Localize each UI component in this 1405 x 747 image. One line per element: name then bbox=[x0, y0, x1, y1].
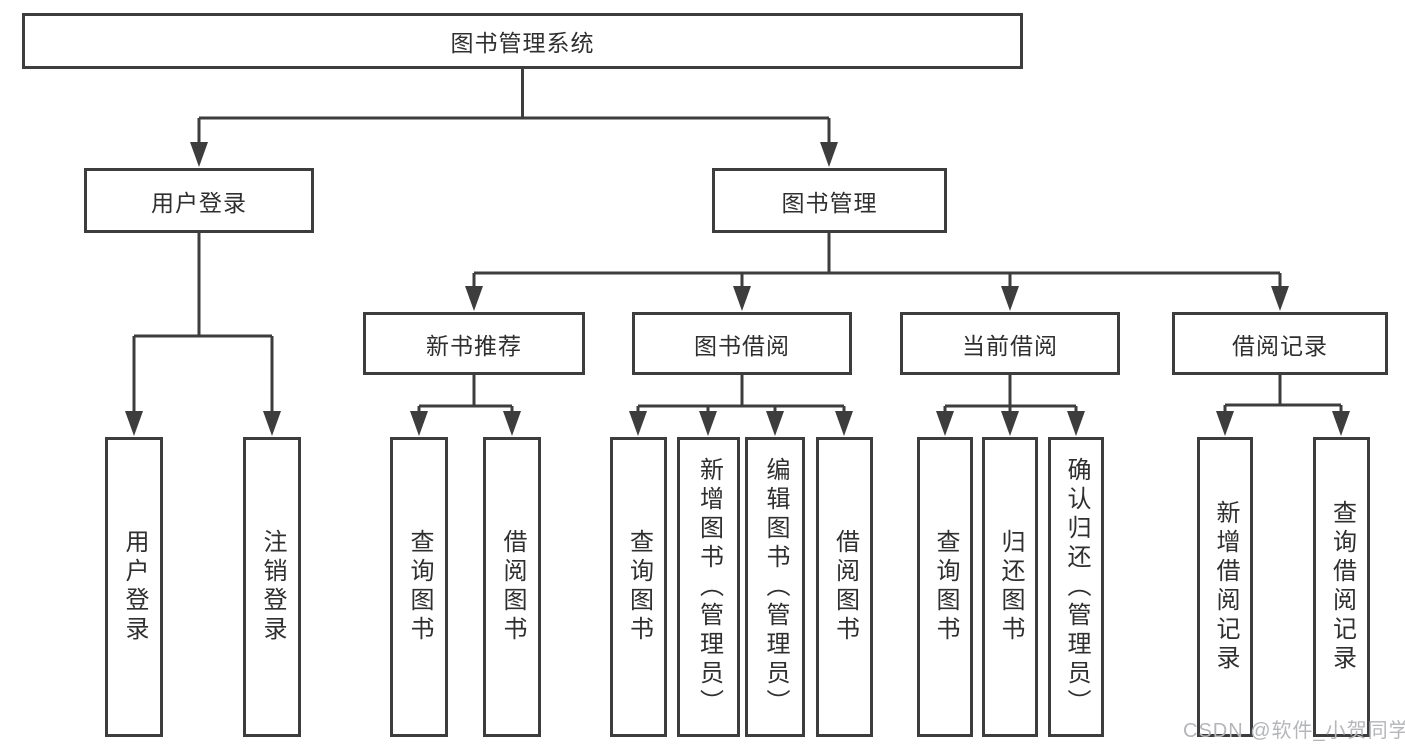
leaf-query-books-borrow: 查询图书 bbox=[610, 437, 667, 737]
leaf-logout-label: 注销登录 bbox=[259, 529, 286, 645]
leaf-add-borrow-record-label: 新增借阅记录 bbox=[1212, 500, 1239, 674]
leaf-borrow-books-borrow-label: 借阅图书 bbox=[831, 529, 859, 645]
node-root-system: 图书管理系统 bbox=[22, 13, 1023, 69]
leaf-query-books-current-label: 查询图书 bbox=[932, 529, 959, 645]
leaf-user-login: 用户登录 bbox=[105, 437, 163, 737]
watermark: CSDN @软件_小贺同学 bbox=[1183, 720, 1405, 742]
leaf-edit-books-admin-label: 编辑图书（管理员） bbox=[762, 456, 789, 718]
leaf-add-books-admin-label: 新增图书（管理员） bbox=[695, 456, 723, 718]
leaf-confirm-return-admin-label: 确认归还（管理员） bbox=[1063, 456, 1090, 718]
leaf-borrow-books-recommend-label: 借阅图书 bbox=[499, 529, 526, 645]
node-book-borrow: 图书借阅 bbox=[632, 312, 852, 375]
leaf-logout: 注销登录 bbox=[243, 437, 301, 737]
leaf-borrow-books-recommend: 借阅图书 bbox=[483, 437, 541, 737]
leaf-add-borrow-record: 新增借阅记录 bbox=[1197, 437, 1253, 737]
leaf-query-books-current: 查询图书 bbox=[917, 437, 973, 737]
node-user-login: 用户登录 bbox=[84, 168, 314, 233]
node-borrow-records: 借阅记录 bbox=[1172, 312, 1388, 375]
leaf-edit-books-admin: 编辑图书（管理员） bbox=[745, 437, 805, 737]
node-current-borrow: 当前借阅 bbox=[900, 312, 1120, 375]
leaf-return-books-label: 归还图书 bbox=[997, 529, 1024, 645]
leaf-user-login-label: 用户登录 bbox=[121, 529, 148, 645]
leaf-confirm-return-admin: 确认归还（管理员） bbox=[1048, 437, 1104, 737]
node-book-management: 图书管理 bbox=[712, 168, 947, 233]
leaf-query-borrow-record: 查询借阅记录 bbox=[1313, 437, 1370, 737]
leaf-add-books-admin: 新增图书（管理员） bbox=[677, 437, 740, 737]
leaf-query-borrow-record-label: 查询借阅记录 bbox=[1328, 500, 1356, 674]
leaf-borrow-books-borrow: 借阅图书 bbox=[816, 437, 873, 737]
leaf-query-books-recommend-label: 查询图书 bbox=[406, 529, 433, 645]
leaf-return-books: 归还图书 bbox=[982, 437, 1038, 737]
node-new-book-recommend: 新书推荐 bbox=[363, 312, 585, 375]
leaf-query-books-borrow-label: 查询图书 bbox=[625, 529, 653, 645]
leaf-query-books-recommend: 查询图书 bbox=[390, 437, 448, 737]
